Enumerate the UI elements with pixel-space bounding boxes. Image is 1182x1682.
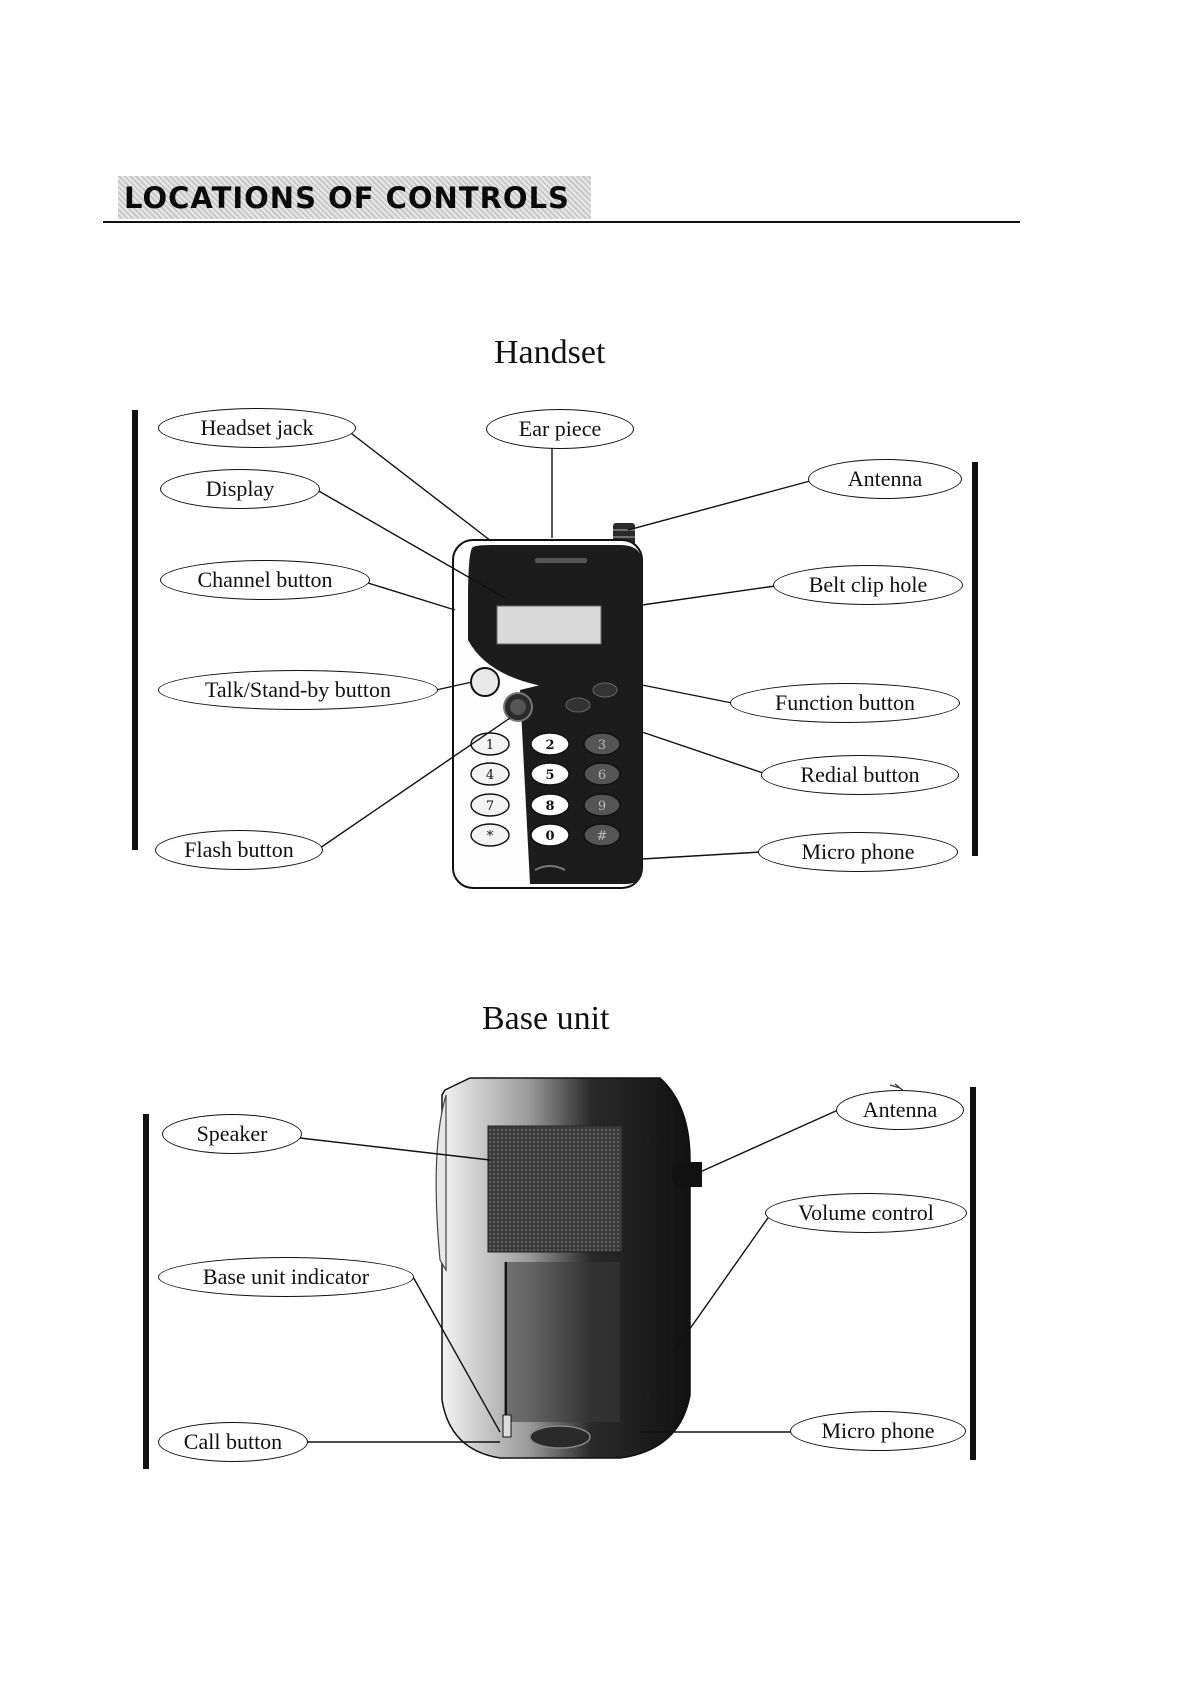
keypad-key-label: 6	[598, 768, 606, 783]
leader-headset-jack	[343, 427, 491, 541]
callout-ear-piece: Ear piece	[486, 409, 634, 449]
leader-micro-phone	[642, 852, 761, 859]
keypad-key: 3	[584, 733, 620, 755]
leader-function-button	[642, 685, 732, 703]
leader-redial-button	[642, 732, 763, 773]
base-right-bar	[970, 1087, 976, 1460]
talk-standby-button-shape	[471, 668, 499, 696]
keypad-key-label: #	[597, 829, 608, 844]
keypad-key: 4	[471, 763, 509, 785]
keypad-key-label: 8	[545, 799, 554, 814]
keypad-key-label: 9	[598, 799, 606, 814]
callout-function-button: Function button	[730, 683, 960, 723]
callout-handset-micro-phone: Micro phone	[758, 832, 958, 872]
keypad-key-label: 4	[486, 768, 494, 783]
keypad-key: 0	[531, 824, 569, 846]
keypad-key: 5	[531, 763, 569, 785]
callout-flash-button: Flash button	[155, 830, 323, 870]
keypad-key: 6	[584, 763, 620, 785]
base-unit-illustration	[436, 1078, 905, 1458]
keypad-key: 2	[531, 733, 569, 755]
callout-call-button: Call button	[158, 1422, 308, 1462]
leader-belt-clip-hole	[642, 586, 775, 605]
base-call-button-shape	[530, 1426, 590, 1448]
callout-talk-standby-button: Talk/Stand-by button	[158, 670, 438, 710]
base-antenna-knob	[672, 1162, 702, 1187]
leader-base-antenna	[700, 1110, 838, 1172]
handset-left-bar	[132, 410, 138, 850]
base-unit-heading: Base unit	[482, 1000, 609, 1038]
keypad-key: 8	[531, 794, 569, 816]
callout-base-antenna: Antenna	[836, 1090, 964, 1130]
callout-base-unit-indicator: Base unit indicator	[158, 1257, 414, 1297]
keypad-key-label: 7	[486, 799, 494, 814]
base-left-bar	[143, 1114, 149, 1469]
handset-right-bar	[972, 462, 978, 856]
handset-display-screen	[497, 606, 601, 644]
leader-antenna	[628, 481, 810, 530]
speaker-grille	[488, 1126, 622, 1252]
handset-heading: Handset	[494, 334, 605, 372]
keypad-key: 7	[471, 794, 509, 816]
keypad-key: *	[471, 824, 509, 846]
keypad-key: 9	[584, 794, 620, 816]
earpiece-slot	[535, 558, 587, 563]
callout-speaker: Speaker	[162, 1114, 302, 1154]
callout-channel-button: Channel button	[160, 560, 370, 600]
keypad-key-label: 2	[545, 738, 554, 753]
handset-cradle-recess	[504, 1262, 620, 1422]
keypad-key-label: 1	[486, 738, 494, 753]
keypad-key-label: 5	[545, 768, 554, 783]
callout-base-micro-phone: Micro phone	[790, 1411, 966, 1451]
callout-belt-clip-hole: Belt clip hole	[773, 565, 963, 605]
callout-handset-antenna: Antenna	[808, 459, 962, 499]
keypad-key: 1	[471, 733, 509, 755]
callout-headset-jack: Headset jack	[158, 408, 356, 448]
callout-display: Display	[160, 469, 320, 509]
leader-channel-button	[368, 583, 455, 610]
keypad-key: #	[584, 824, 620, 846]
base-indicator-led	[503, 1415, 511, 1437]
callout-volume-control: Volume control	[765, 1193, 967, 1233]
keypad-key-label: *	[487, 829, 494, 844]
keypad-key-label: 0	[545, 829, 554, 844]
keypad-key-label: 3	[598, 738, 606, 753]
callout-redial-button: Redial button	[761, 755, 959, 795]
